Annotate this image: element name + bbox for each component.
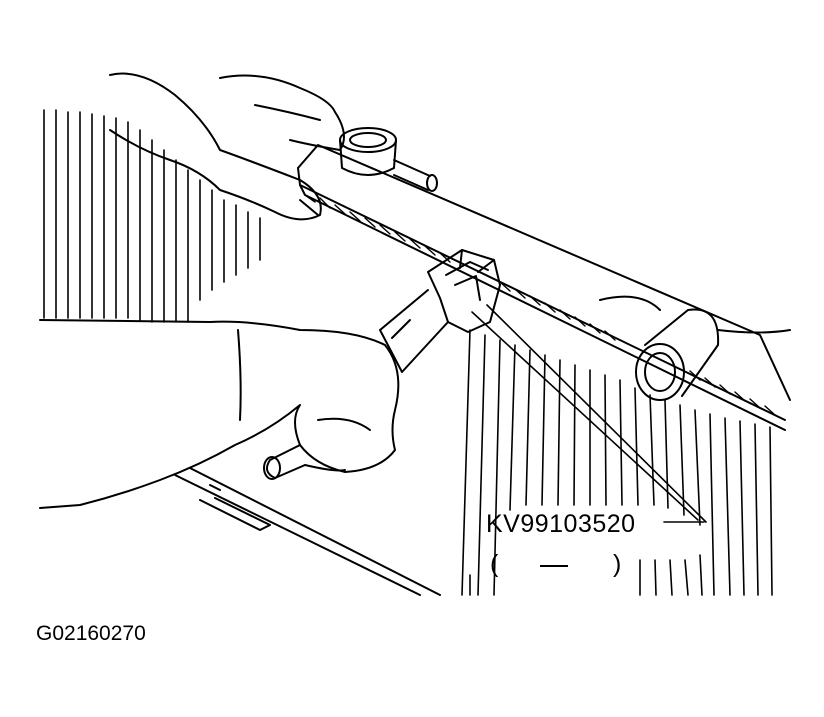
upper-hand <box>109 72 345 221</box>
radiator-core-fins-left <box>43 109 261 323</box>
tool-paren-dash <box>540 565 568 567</box>
tool-paren-close: ) <box>613 550 622 578</box>
tool-number-label: KV99103520 <box>486 510 636 538</box>
tool-clamp-head <box>427 249 501 333</box>
tool-handle-bar <box>263 289 449 480</box>
radiator-filler-neck <box>339 127 438 192</box>
lower-hand <box>39 319 400 509</box>
tool-paren-open: ( <box>490 550 499 578</box>
tool-leader-line <box>471 304 707 523</box>
radiator-lower-frame <box>174 467 441 596</box>
radiator-core-fins-right <box>461 329 773 596</box>
radiator-upper-tank <box>297 144 791 431</box>
figure-code-label: G02160270 <box>36 622 146 645</box>
radiator-outlet-pipe <box>599 295 791 401</box>
